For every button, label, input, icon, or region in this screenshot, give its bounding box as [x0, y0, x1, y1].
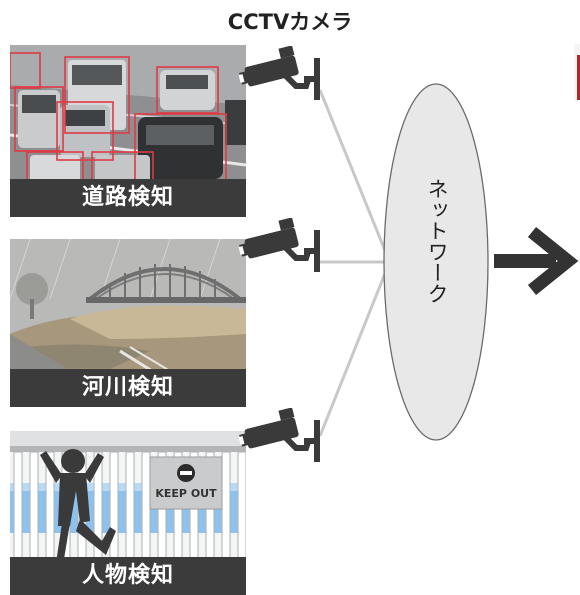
road-detection-caption: 道路検知	[10, 179, 246, 217]
climbing-person-icon	[40, 449, 116, 581]
cctv-camera-icon	[238, 218, 320, 272]
person-detection-panel: KEEP OUT 人物検知	[10, 431, 246, 595]
keep-out-sign-text: KEEP OUT	[155, 487, 217, 500]
road-traffic-image	[10, 45, 246, 217]
right-edge-accent	[577, 55, 580, 100]
cctv-camera-title: CCTVカメラ	[227, 10, 353, 34]
network-ellipse	[383, 83, 489, 441]
network-label: ネットワーク	[425, 178, 449, 304]
person-detection-caption: 人物検知	[10, 557, 246, 595]
output-arrow-icon	[494, 226, 579, 296]
connector-line-road	[318, 89, 390, 259]
cctv-camera-icon	[238, 46, 320, 100]
river-detection-panel: 河川検知	[10, 239, 246, 407]
connector-line-person	[318, 265, 390, 437]
river-detection-caption: 河川検知	[10, 369, 246, 407]
road-detection-panel: 道路検知	[10, 45, 246, 217]
cctv-camera-icon	[238, 408, 320, 462]
